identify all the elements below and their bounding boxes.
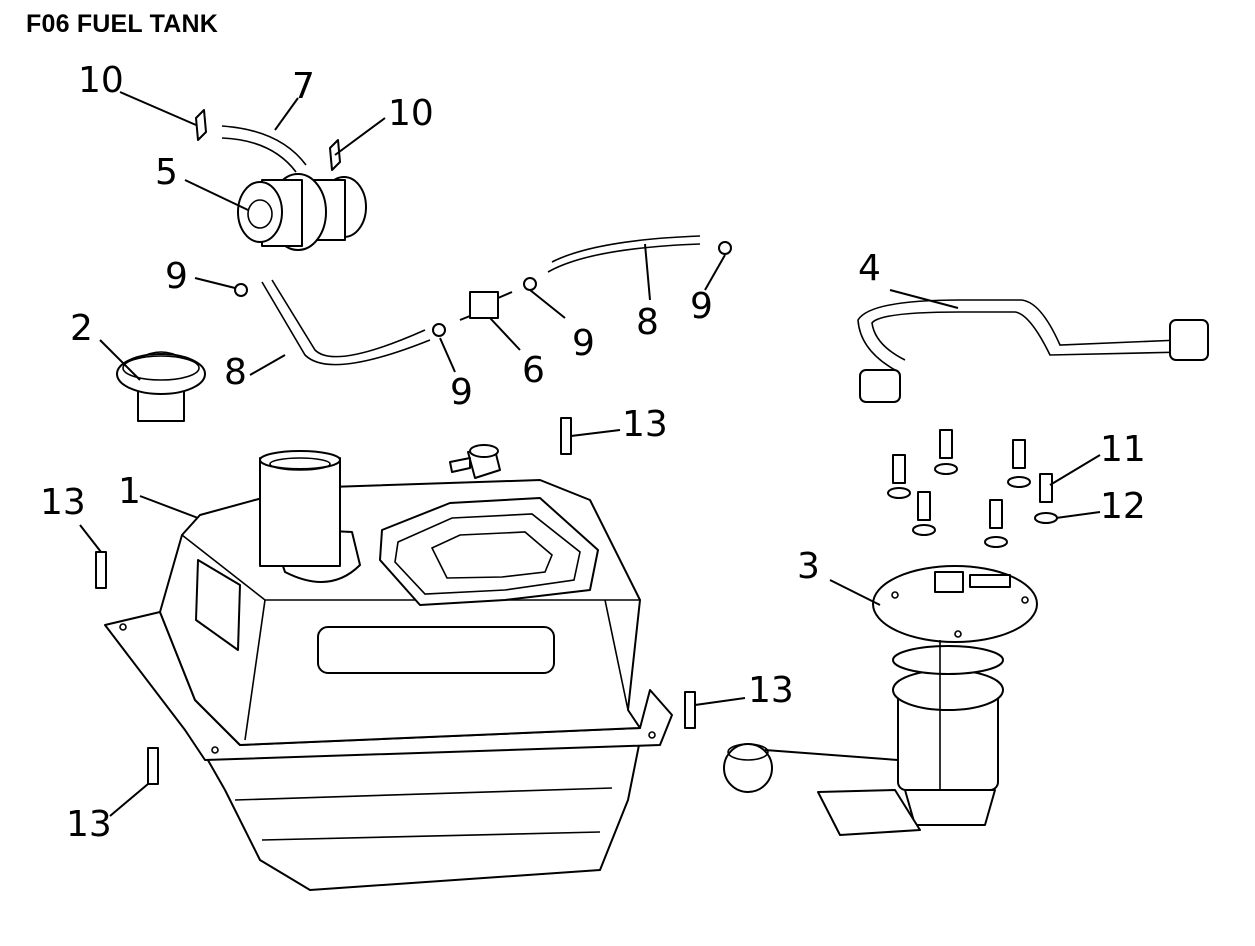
callout-6: 6 [522, 350, 545, 391]
callout-3: 3 [797, 546, 820, 587]
bolt-13-b [95, 551, 107, 589]
hose-8-right [547, 235, 701, 273]
clamp-10-a [195, 109, 207, 141]
clamp-9-d [718, 241, 732, 255]
callout-7: 7 [292, 66, 315, 107]
callout-13-a: 13 [622, 404, 668, 445]
valve [459, 291, 513, 321]
callout-8-left: 8 [224, 352, 247, 393]
fuel-cap [116, 351, 206, 422]
callout-1: 1 [118, 471, 141, 512]
pump-screws [887, 429, 1058, 548]
clamp-9-c [523, 277, 537, 291]
clamp-9-a [234, 283, 248, 297]
filler-neck-assembly [237, 173, 367, 251]
callout-9-d: 9 [690, 286, 713, 327]
callout-5: 5 [155, 152, 178, 193]
callout-9-a: 9 [165, 256, 188, 297]
bolt-13-c [684, 691, 696, 729]
fuel-tank [104, 444, 673, 891]
callout-2: 2 [70, 308, 93, 349]
hose-7 [221, 125, 307, 173]
callout-10-b: 10 [388, 93, 434, 134]
bolt-13-a [560, 417, 572, 455]
callout-11: 11 [1100, 429, 1146, 470]
page-title: F06 FUEL TANK [26, 10, 218, 38]
callout-13-c: 13 [748, 670, 794, 711]
callout-13-b: 13 [40, 482, 86, 523]
hose-8-left [261, 279, 431, 366]
leader-lines [79, 91, 1101, 817]
callout-9-b: 9 [450, 372, 473, 413]
callout-12: 12 [1100, 486, 1146, 527]
callout-10-a: 10 [78, 60, 124, 101]
callout-8-right: 8 [636, 302, 659, 343]
callouts: 1 2 3 4 5 6 7 8 8 9 9 9 9 10 10 11 12 13… [40, 60, 1146, 845]
clamp-9-b [432, 323, 446, 337]
breather-hose [857, 299, 1209, 403]
callout-9-c: 9 [572, 323, 595, 364]
callout-13-d: 13 [66, 804, 112, 845]
fuel-pump-assembly [723, 565, 1038, 836]
callout-4: 4 [858, 248, 881, 289]
bolt-13-d [147, 747, 159, 785]
